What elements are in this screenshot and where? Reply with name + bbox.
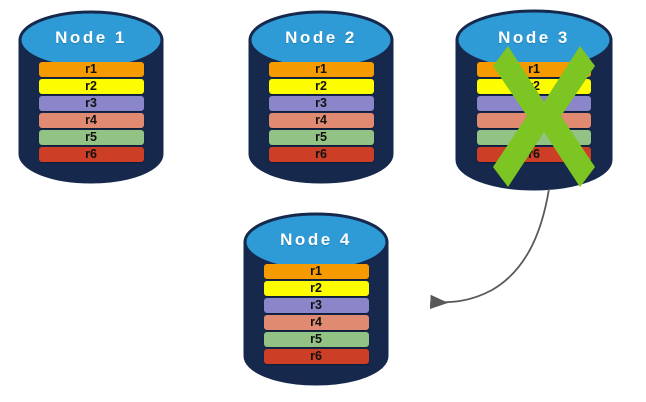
row-bar: r2 — [268, 79, 374, 94]
row-bar: r6 — [477, 147, 591, 162]
row-bar: r1 — [477, 62, 591, 77]
row-bar: r3 — [477, 96, 591, 111]
node-3-rows: r1 r2 r3 r4 r5 r6 — [455, 62, 613, 164]
row-bar: r4 — [38, 113, 144, 128]
row-bar: r5 — [268, 130, 374, 145]
row-bar: r3 — [38, 96, 144, 111]
row-bar: r2 — [263, 281, 369, 296]
node-2-rows: r1 r2 r3 r4 r5 r6 — [248, 62, 394, 164]
row-bar: r4 — [477, 113, 591, 128]
row-bar: r4 — [263, 315, 369, 330]
row-bar: r2 — [477, 79, 591, 94]
row-bar: r2 — [38, 79, 144, 94]
row-bar: r5 — [263, 332, 369, 347]
row-bar: r5 — [477, 130, 591, 145]
node-1-rows: r1 r2 r3 r4 r5 r6 — [18, 62, 164, 164]
node-4-rows: r1 r2 r3 r4 r5 r6 — [243, 264, 389, 366]
row-bar: r5 — [38, 130, 144, 145]
row-bar: r3 — [268, 96, 374, 111]
row-bar: r6 — [38, 147, 144, 162]
row-bar: r1 — [268, 62, 374, 77]
row-bar: r4 — [268, 113, 374, 128]
row-bar: r6 — [268, 147, 374, 162]
row-bar: r3 — [263, 298, 369, 313]
row-bar: r1 — [38, 62, 144, 77]
row-bar: r1 — [263, 264, 369, 279]
row-bar: r6 — [263, 349, 369, 364]
